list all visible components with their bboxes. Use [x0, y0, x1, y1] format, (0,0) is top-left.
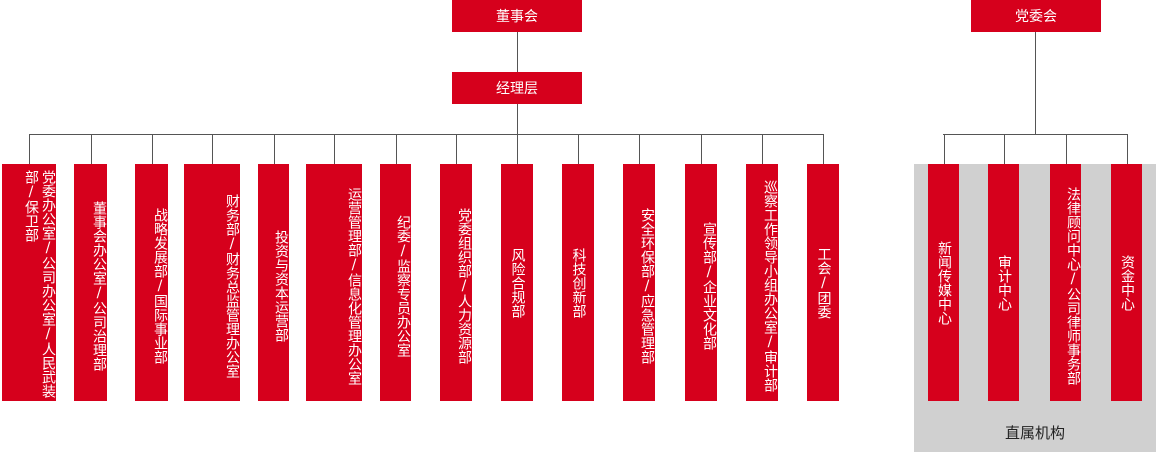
connector-main-horizontal	[29, 134, 824, 135]
connector-drop	[1066, 134, 1067, 164]
connector-drop	[762, 134, 763, 164]
dept-9: 科技创新部	[562, 164, 594, 401]
connector-drop	[152, 134, 153, 164]
connector-board-management	[517, 32, 518, 72]
dept-11: 宣传部/企业文化部	[685, 164, 717, 401]
dept-8: 风险合规部	[501, 164, 533, 401]
party-committee-node: 党委会	[971, 0, 1101, 32]
dept-10: 安全环保部/应急管理部	[623, 164, 655, 401]
dept-4: 投资与资本运营部	[258, 164, 289, 401]
connector-drop	[1127, 134, 1128, 164]
connector-management-down	[517, 104, 518, 134]
dept-5: 运营管理部/信息化管理办公室	[306, 164, 362, 401]
connector-drop	[517, 134, 518, 164]
direct-unit-3: 资金中心	[1111, 164, 1142, 401]
connector-drop	[944, 134, 945, 164]
connector-drop	[1004, 134, 1005, 164]
dept-6: 纪委/监察专员办公室	[380, 164, 411, 401]
dept-3: 财务部/财务总监管理办公室	[184, 164, 240, 401]
connector-party-down	[1035, 32, 1036, 134]
board-node: 董事会	[452, 0, 582, 32]
dept-1: 董事会办公室/公司治理部	[74, 164, 107, 401]
connector-drop	[212, 134, 213, 164]
connector-drop	[823, 134, 824, 164]
connector-drop	[91, 134, 92, 164]
dept-2: 战略发展部/国际事业部	[135, 164, 168, 401]
connector-drop	[639, 134, 640, 164]
connector-drop	[578, 134, 579, 164]
connector-direct-horizontal	[943, 134, 1128, 135]
dept-13: 工会/团委	[807, 164, 839, 401]
connector-drop	[396, 134, 397, 164]
direct-unit-0: 新闻传媒中心	[928, 164, 959, 401]
direct-unit-1: 审计中心	[988, 164, 1019, 401]
connector-drop	[456, 134, 457, 164]
connector-drop	[274, 134, 275, 164]
dept-7: 党委组织部/人力资源部	[440, 164, 472, 401]
management-node: 经理层	[452, 72, 582, 104]
direct-unit-2: 法律顾问中心/公司律师事务部	[1050, 164, 1081, 401]
connector-drop	[334, 134, 335, 164]
direct-units-label: 直属机构	[1004, 423, 1065, 442]
dept-0: 党委办公室/公司办公室/人民武装部/保卫部	[2, 164, 56, 401]
connector-drop	[701, 134, 702, 164]
connector-drop	[29, 134, 30, 164]
dept-12: 巡察工作领导小组办公室/审计部	[746, 164, 778, 401]
